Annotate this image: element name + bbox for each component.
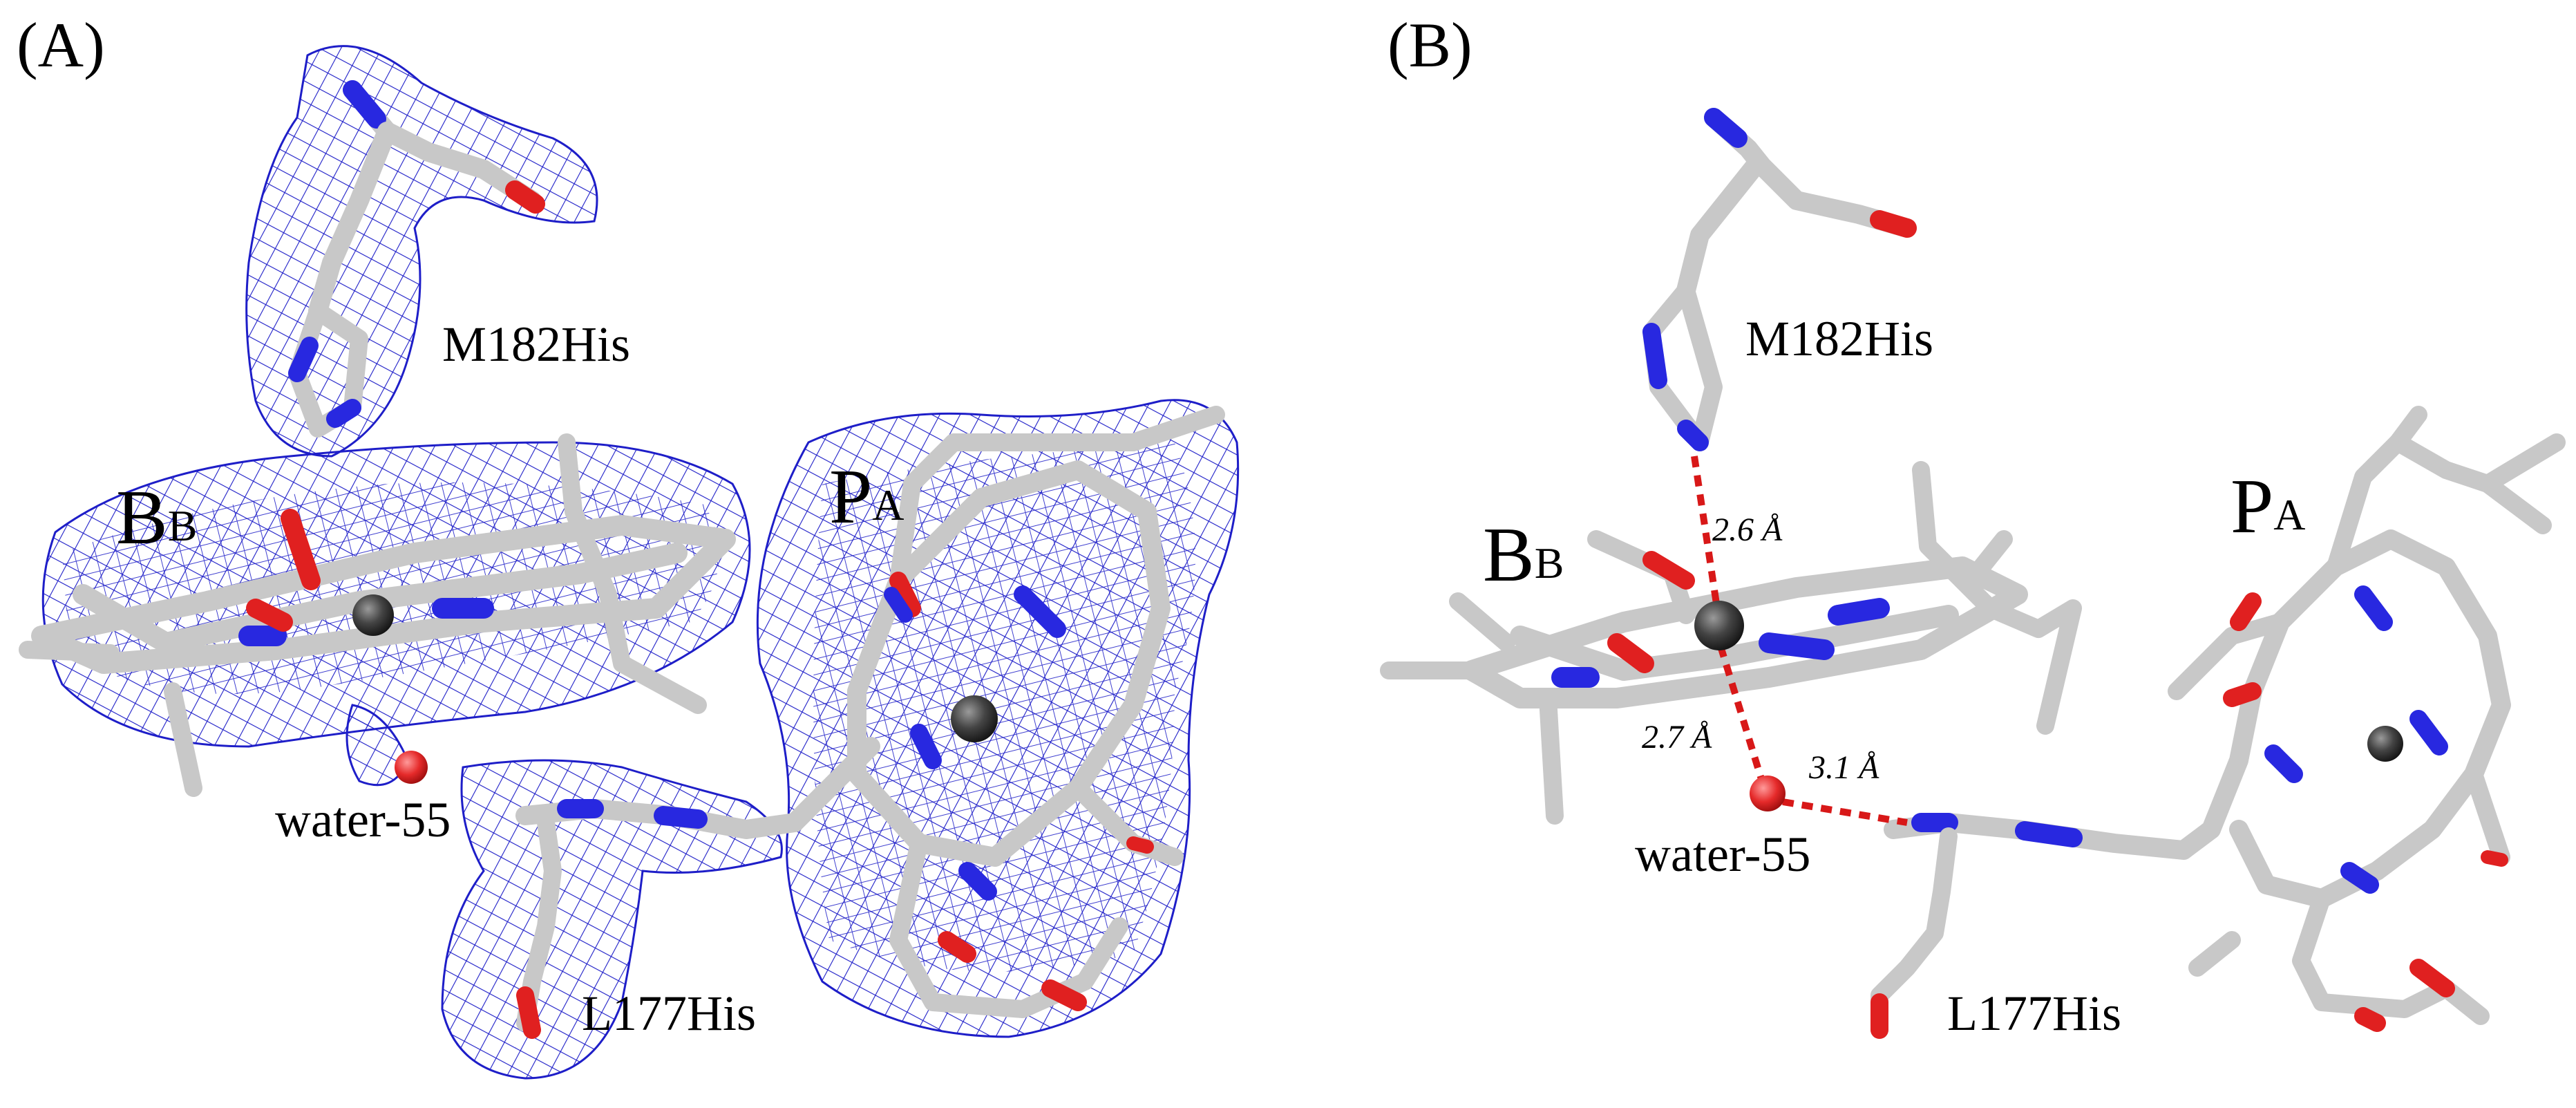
water-oxygen-atom-b (1750, 776, 1786, 811)
stick-models-a (19, 80, 1225, 1039)
m182his-label-b: M182His (1745, 311, 1933, 366)
distance-label-3: 3.1 Å (1808, 749, 1879, 786)
water-oxygen-atom-a (395, 751, 428, 784)
panel-a: (A) (17, 10, 1240, 1080)
magnesium-atom-bb (352, 594, 394, 636)
pa-label-b: PA (2231, 464, 2306, 550)
bb-label-b: BB (1483, 512, 1564, 598)
hbond-water-his (1782, 798, 1908, 826)
hydrogen-bonds (1691, 456, 1908, 826)
water-label-b: water-55 (1635, 827, 1810, 882)
magnesium-atom-pa (951, 695, 998, 742)
water-label-a: water-55 (275, 792, 451, 847)
pa-label-a: PA (829, 454, 905, 540)
magnesium-atom-pa-b (2367, 726, 2403, 762)
distance-label-2: 2.7 Å (1642, 719, 1712, 755)
l177his-label-a: L177His (582, 986, 756, 1041)
l177his-label-b: L177His (1947, 986, 2121, 1041)
panel-b-label: (B) (1388, 10, 1472, 80)
stick-models-b (1380, 108, 2566, 1039)
magnesium-atom-bb-b (1694, 601, 1744, 650)
distance-label-1: 2.6 Å (1712, 511, 1783, 548)
m182his-label-a: M182His (442, 317, 630, 372)
panel-a-label: (A) (17, 10, 105, 80)
hbond-his-mg (1691, 456, 1723, 623)
panel-b: (B) (1380, 10, 2566, 1041)
bb-label-a: BB (116, 475, 197, 561)
hbond-mg-water (1717, 645, 1768, 789)
